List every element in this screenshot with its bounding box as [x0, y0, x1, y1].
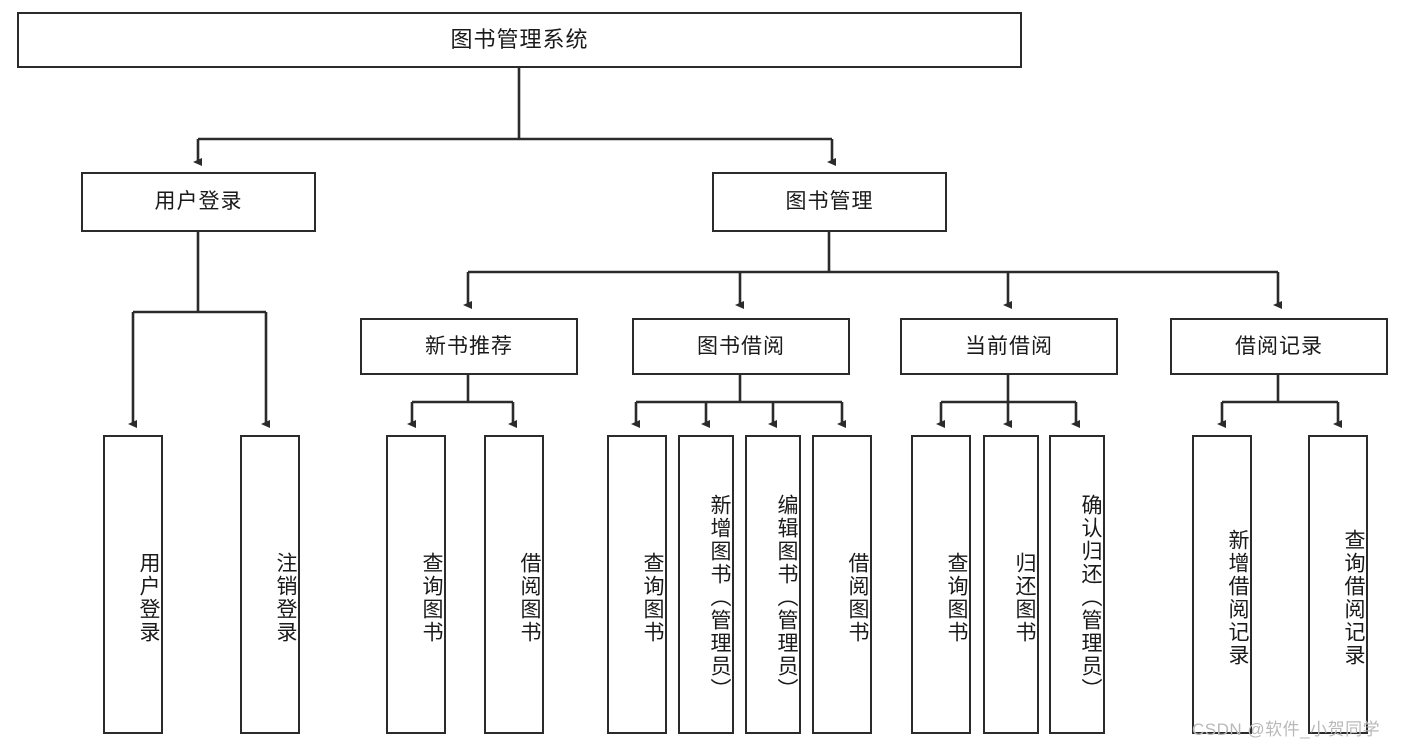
leaf-borrow-books[interactable]: 借阅图书 [812, 435, 872, 734]
leaf-user-login[interactable]: 用户登录 [103, 435, 163, 734]
node-user-login[interactable]: 用户登录 [81, 172, 316, 232]
node-new-book-recommend-label: 新书推荐 [425, 334, 513, 358]
leaf-borrow-books-recommend[interactable]: 借阅图书 [484, 435, 544, 734]
node-user-login-label: 用户登录 [154, 190, 243, 214]
leaf-query-books-borrow-label: 查询图书 [641, 551, 664, 644]
node-current-borrow-label: 当前借阅 [965, 334, 1053, 358]
csdn-watermark: CSDN @软件_小贺同学 [1192, 720, 1381, 739]
leaf-borrow-books-recommend-label: 借阅图书 [518, 551, 541, 644]
leaf-query-books-recommend-label: 查询图书 [420, 551, 443, 644]
leaf-add-book-admin-label: 新增图书（管理员） [708, 494, 731, 701]
node-borrow-record[interactable]: 借阅记录 [1170, 318, 1388, 375]
leaf-add-borrow-record[interactable]: 新增借阅记录 [1192, 435, 1252, 734]
leaf-query-books-current[interactable]: 查询图书 [911, 435, 971, 734]
leaf-confirm-return-admin[interactable]: 确认归还（管理员） [1049, 435, 1105, 734]
leaf-add-borrow-record-label: 新增借阅记录 [1226, 528, 1249, 667]
leaf-logout-label: 注销登录 [274, 551, 297, 644]
leaf-query-books-borrow[interactable]: 查询图书 [607, 435, 667, 734]
leaf-query-books-recommend[interactable]: 查询图书 [386, 435, 446, 734]
node-book-borrow[interactable]: 图书借阅 [632, 318, 850, 375]
leaf-query-borrow-record-label: 查询借阅记录 [1342, 528, 1365, 667]
leaf-borrow-books-label: 借阅图书 [846, 551, 869, 644]
node-book-management-label: 图书管理 [785, 190, 874, 214]
leaf-return-books[interactable]: 归还图书 [983, 435, 1039, 734]
leaf-edit-book-admin-label: 编辑图书（管理员） [775, 494, 798, 701]
node-new-book-recommend[interactable]: 新书推荐 [360, 318, 578, 375]
leaf-user-login-label: 用户登录 [137, 551, 160, 644]
leaf-logout[interactable]: 注销登录 [240, 435, 300, 734]
node-current-borrow[interactable]: 当前借阅 [900, 318, 1118, 375]
node-book-borrow-label: 图书借阅 [697, 334, 785, 358]
node-borrow-record-label: 借阅记录 [1235, 334, 1323, 358]
leaf-add-book-admin[interactable]: 新增图书（管理员） [678, 435, 734, 734]
node-root-label: 图书管理系统 [450, 26, 589, 52]
node-root[interactable]: 图书管理系统 [17, 12, 1022, 68]
leaf-query-books-current-label: 查询图书 [945, 551, 968, 644]
leaf-confirm-return-admin-label: 确认归还（管理员） [1079, 494, 1102, 701]
leaf-edit-book-admin[interactable]: 编辑图书（管理员） [745, 435, 801, 734]
leaf-query-borrow-record[interactable]: 查询借阅记录 [1308, 435, 1368, 734]
node-book-management[interactable]: 图书管理 [712, 172, 947, 232]
leaf-return-books-label: 归还图书 [1013, 551, 1036, 644]
